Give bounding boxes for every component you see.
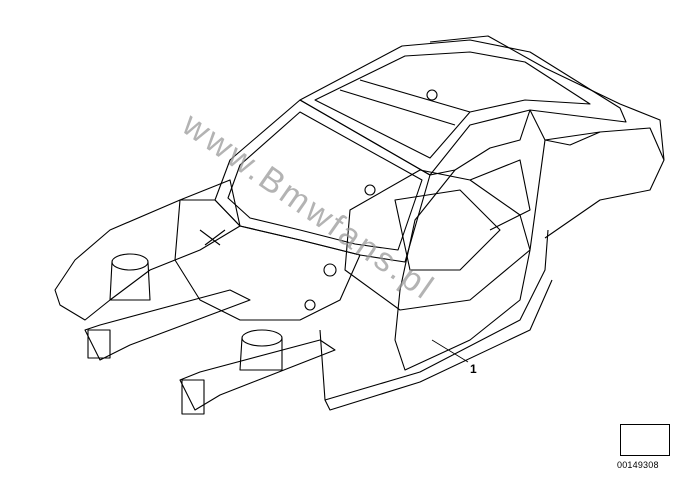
windshield-inner xyxy=(227,111,423,251)
callout-leader xyxy=(431,339,469,363)
left-strut-top xyxy=(111,253,149,271)
watermark-text: www.Bmwfans.pl xyxy=(175,105,443,308)
floor-hole-2 xyxy=(323,263,337,277)
roof-frame-outer xyxy=(299,39,627,176)
part-callout-1: 1 xyxy=(470,362,477,376)
rear-quarter xyxy=(544,127,665,161)
floor-pan xyxy=(344,169,531,311)
c-pillar xyxy=(529,109,601,146)
rear-upper-panel xyxy=(429,35,665,239)
right-strut-top xyxy=(241,329,283,347)
right-bumper-mount xyxy=(181,379,205,415)
floor-hole-4 xyxy=(304,299,316,311)
left-bumper-mount xyxy=(87,329,111,359)
orientation-box xyxy=(620,424,670,456)
floor-hole-1 xyxy=(364,184,376,196)
front-left-rail xyxy=(84,289,251,361)
side-sill xyxy=(319,229,549,401)
right-strut-tower xyxy=(239,337,283,371)
front-right-rail xyxy=(179,339,336,411)
car-body-structure xyxy=(54,35,665,415)
rear-seat-panel xyxy=(469,159,531,231)
roof-frame-inner xyxy=(314,51,591,159)
floor-hole-3 xyxy=(426,89,438,101)
door-opening xyxy=(394,139,546,371)
roof-bow xyxy=(339,79,471,126)
front-left-apron xyxy=(54,179,241,321)
reference-id: 00149308 xyxy=(617,460,659,470)
cross-member-a xyxy=(199,229,226,246)
front-bulkhead xyxy=(174,199,361,321)
left-strut-tower xyxy=(109,261,151,301)
sill-lower xyxy=(324,279,553,411)
tunnel xyxy=(394,189,501,271)
a-pillar xyxy=(429,109,531,176)
